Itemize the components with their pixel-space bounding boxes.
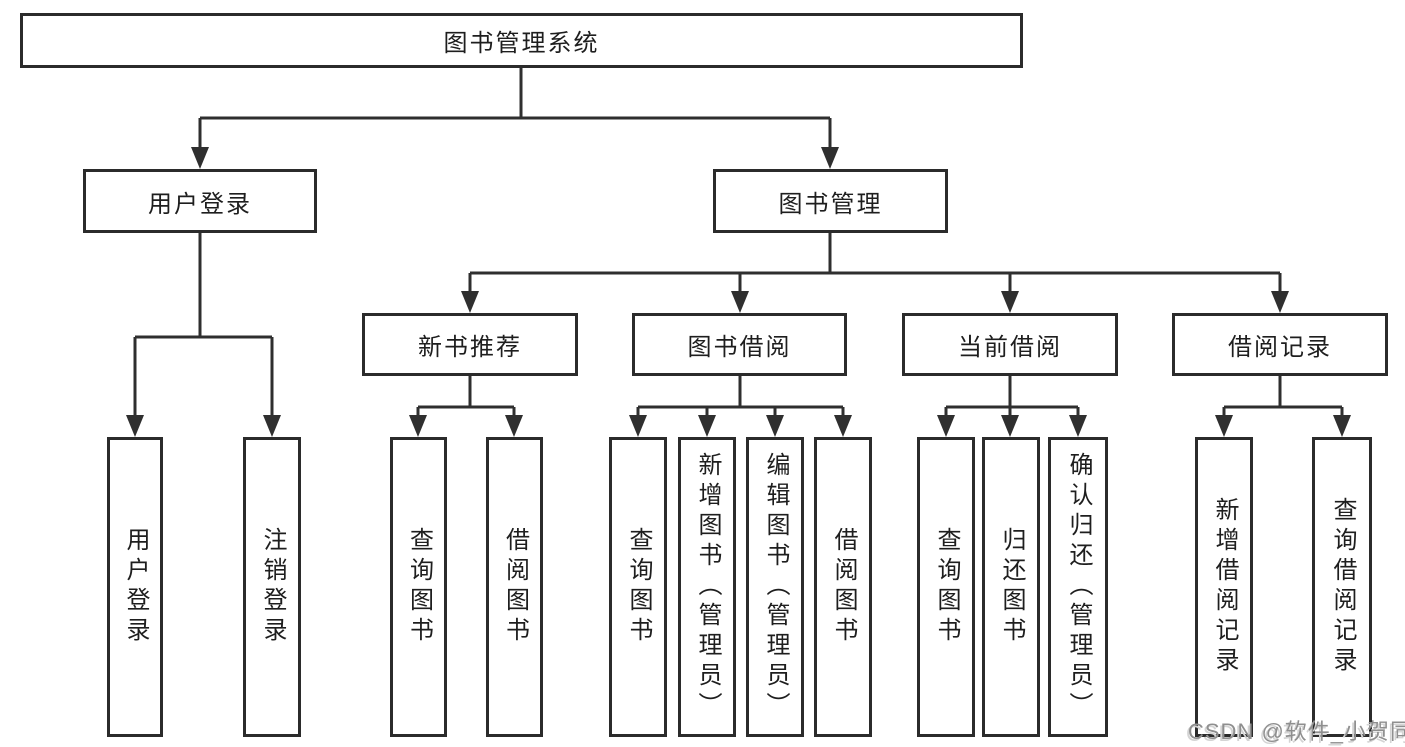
connector-arrowheads xyxy=(126,147,1351,437)
node-library-management-system: 图书管理系统 xyxy=(20,13,1023,68)
leaf-query-books-recommend: 查询图书 xyxy=(390,437,447,737)
arrow-head-icon xyxy=(821,147,839,169)
arrow-head-icon xyxy=(731,291,749,313)
arrow-head-icon xyxy=(1069,415,1087,437)
node-new-book-recommendation: 新书推荐 xyxy=(362,313,578,376)
leaf-return-books: 归还图书 xyxy=(982,437,1040,737)
arrow-head-icon xyxy=(1001,415,1019,437)
csdn-watermark: CSDN @软件_小贺同学 xyxy=(1188,719,1405,744)
leaf-add-borrow-record: 新增借阅记录 xyxy=(1195,437,1253,737)
arrow-head-icon xyxy=(1271,291,1289,313)
connector-path xyxy=(133,68,1344,418)
arrow-head-icon xyxy=(263,415,281,437)
node-user-login: 用户登录 xyxy=(83,169,317,233)
arrow-head-icon xyxy=(937,415,955,437)
arrow-head-icon xyxy=(834,415,852,437)
leaf-query-books-current: 查询图书 xyxy=(917,437,975,737)
arrow-head-icon xyxy=(191,147,209,169)
leaf-query-books-borrowing: 查询图书 xyxy=(609,437,667,737)
arrow-head-icon xyxy=(1333,415,1351,437)
arrow-head-icon xyxy=(505,415,523,437)
leaf-add-books-admin: 新增图书（管理员） xyxy=(678,437,736,737)
node-borrowing-records: 借阅记录 xyxy=(1172,313,1388,376)
arrow-head-icon xyxy=(766,415,784,437)
arrow-head-icon xyxy=(126,415,144,437)
leaf-borrow-books: 借阅图书 xyxy=(814,437,872,737)
node-current-borrowing: 当前借阅 xyxy=(902,313,1118,376)
leaf-edit-books-admin: 编辑图书（管理员） xyxy=(746,437,804,737)
node-book-management: 图书管理 xyxy=(713,169,948,233)
leaf-confirm-return-admin: 确认归还（管理员） xyxy=(1048,437,1108,737)
node-book-borrowing: 图书借阅 xyxy=(632,313,847,376)
arrow-head-icon xyxy=(409,415,427,437)
arrow-head-icon xyxy=(461,291,479,313)
leaf-query-borrow-record: 查询借阅记录 xyxy=(1312,437,1372,737)
leaf-logout: 注销登录 xyxy=(243,437,301,737)
leaf-borrow-books-recommend: 借阅图书 xyxy=(486,437,543,737)
arrow-head-icon xyxy=(1001,291,1019,313)
arrow-head-icon xyxy=(629,415,647,437)
arrow-head-icon xyxy=(698,415,716,437)
arrow-head-icon xyxy=(1215,415,1233,437)
leaf-user-login: 用户登录 xyxy=(107,437,163,737)
